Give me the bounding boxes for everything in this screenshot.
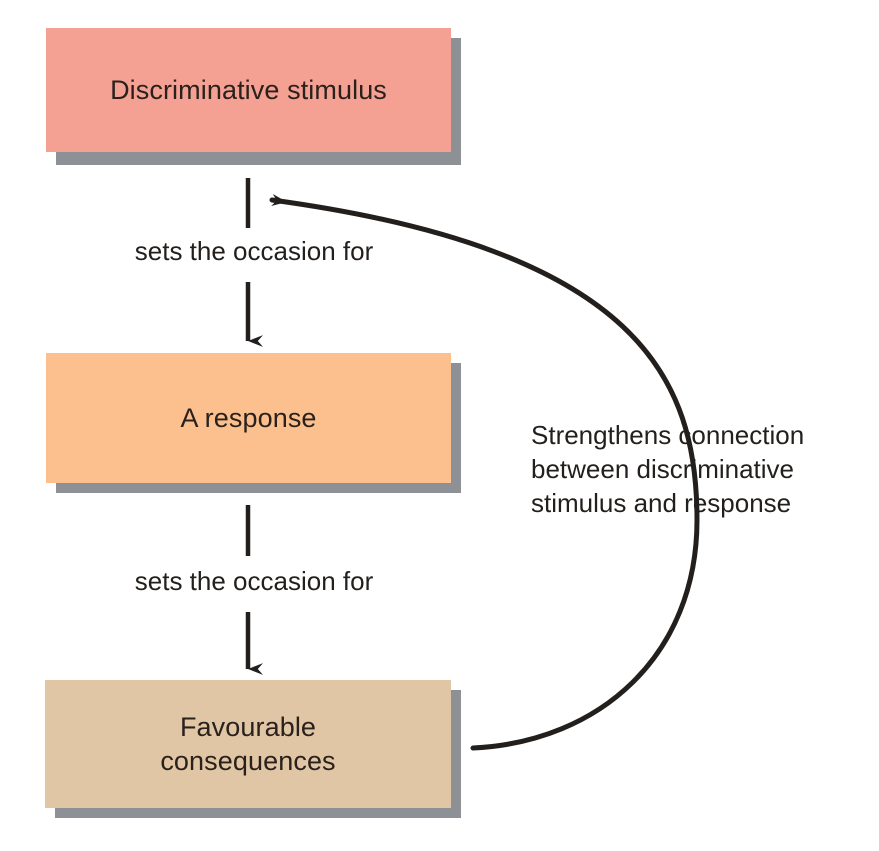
feedback-caption-line-3: stimulus and response [531,487,792,518]
connector-label-sets-the-occasion-for-1: sets the occasion for [98,236,410,267]
feedback-loop-arrow [269,193,700,751]
feedback-loop-caption: Strengthens connection between discrimin… [531,419,861,520]
node-a-response: A response [46,353,451,483]
node-label-discriminative-stimulus: Discriminative stimulus [110,74,387,105]
node-label-line-1: Favourable [179,711,317,742]
node-label-line-2: consequences [160,746,336,776]
connector-label-sets-the-occasion-for-2: sets the occasion for [98,566,410,597]
node-discriminative-stimulus: Discriminative stimulus [46,28,451,152]
feedback-caption-line-2: between discriminative [531,453,795,484]
feedback-caption-line-1: Strengthens connection [531,420,805,450]
node-label-a-response: A response [180,402,317,433]
node-label-favourable-consequences: Favourable consequences [160,710,335,778]
node-favourable-consequences: Favourable consequences [45,680,451,808]
